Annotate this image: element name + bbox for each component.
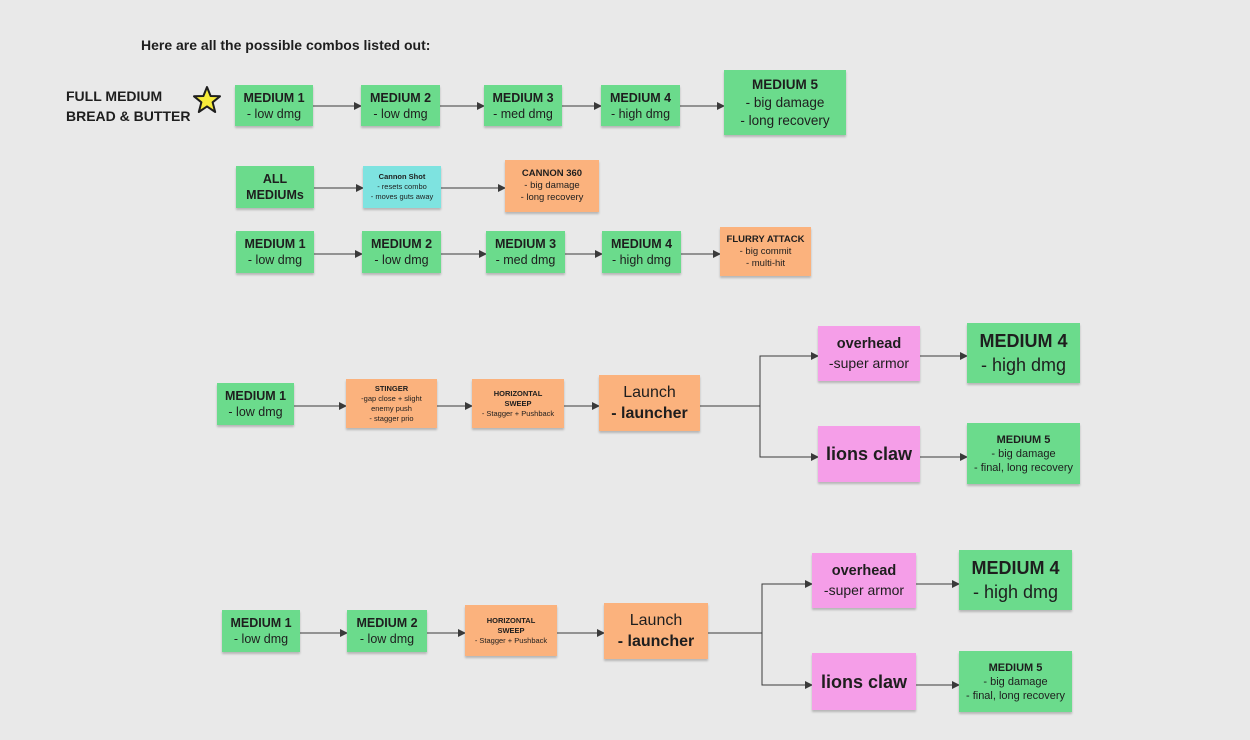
note-heading: MEDIUM 2 (370, 237, 433, 251)
note-heading: MEDIUM 2 (356, 616, 418, 630)
note-heading: MEDIUM 1 (244, 237, 306, 251)
note-description: - big commit - multi-hit (739, 245, 792, 269)
note-heading: Launch (623, 384, 676, 401)
note-heading: HORIZONTAL SWEEP (493, 388, 543, 408)
note-description: -super armor (828, 354, 910, 371)
note-description: - low dmg (246, 106, 302, 121)
note-heading: CANNON 360 (521, 168, 583, 179)
note-description: - resets combo - moves guts away (370, 182, 434, 201)
note-heading: overhead (831, 562, 897, 579)
note-description: - big damage - final, long recovery (973, 447, 1074, 474)
note-heading: MEDIUM 4 (610, 237, 673, 251)
note-description: - launcher (611, 405, 688, 422)
sticky-note-medium-5[interactable]: MEDIUM 5 - big damage - final, long reco… (959, 651, 1072, 712)
note-heading: MEDIUM 1 (224, 389, 287, 403)
note-description: - low dmg (233, 632, 289, 646)
sticky-note-lions-claw[interactable]: lions claw (812, 653, 916, 710)
note-heading: MEDIUM 5 (751, 76, 818, 92)
sticky-note-medium-4[interactable]: MEDIUM 4 - high dmg (602, 231, 681, 273)
sticky-note-cannon-360[interactable]: CANNON 360 - big damage - long recovery (505, 160, 599, 212)
sticky-note-cannon-shot[interactable]: Cannon Shot - resets combo - moves guts … (363, 166, 441, 208)
note-description: - big damage - final, long recovery (965, 675, 1066, 702)
sticky-note-overhead[interactable]: overhead -super armor (818, 326, 920, 381)
sticky-note-medium-2[interactable]: MEDIUM 2 - low dmg (361, 85, 440, 126)
note-heading: MEDIUM 3 (492, 90, 554, 105)
note-heading: lions claw (820, 671, 908, 692)
note-description: - big damage - long recovery (520, 180, 584, 203)
note-heading: lions claw (825, 444, 913, 464)
branch-line (700, 352, 819, 407)
sticky-note-flurry-attack[interactable]: FLURRY ATTACK - big commit - multi-hit (720, 227, 811, 276)
note-description: - launcher (617, 633, 695, 650)
sticky-note-medium-4[interactable]: MEDIUM 4 - high dmg (959, 550, 1072, 610)
sticky-note-medium-2[interactable]: MEDIUM 2 - low dmg (347, 610, 427, 652)
note-description: - high dmg (980, 355, 1067, 375)
sticky-note-medium-4[interactable]: MEDIUM 4 - high dmg (967, 323, 1080, 383)
note-heading: FLURRY ATTACK (726, 233, 805, 245)
note-description: - big damage - long recovery (740, 94, 830, 128)
note-heading: overhead (836, 335, 902, 352)
sticky-note-lions-claw[interactable]: lions claw (818, 426, 920, 482)
sticky-note-medium-3[interactable]: MEDIUM 3 - med dmg (486, 231, 565, 273)
note-description: - Stagger + Pushback (481, 408, 555, 418)
sticky-note-medium-1[interactable]: MEDIUM 1 - low dmg (217, 383, 294, 425)
note-heading: MEDIUM 1 (243, 90, 305, 105)
note-description: -gap close + slight enemy push - stagger… (361, 393, 422, 423)
branch-line (761, 633, 813, 689)
sticky-note-medium-1[interactable]: MEDIUM 1 - low dmg (235, 85, 313, 126)
sticky-note-medium-1[interactable]: MEDIUM 1 - low dmg (222, 610, 300, 652)
sticky-note-horizontal-sweep[interactable]: HORIZONTAL SWEEP - Stagger + Pushback (472, 379, 564, 428)
note-heading: MEDIUM 5 (996, 433, 1051, 446)
sticky-note-launch[interactable]: Launch - launcher (604, 603, 708, 659)
sticky-note-medium-2[interactable]: MEDIUM 2 - low dmg (362, 231, 441, 273)
sticky-note-medium-1[interactable]: MEDIUM 1 - low dmg (236, 231, 314, 273)
note-description: - high dmg (611, 253, 672, 267)
note-description: -super armor (823, 581, 905, 598)
note-description: - low dmg (374, 253, 429, 267)
sticky-note-medium-5[interactable]: MEDIUM 5 - big damage - long recovery (724, 70, 846, 135)
note-heading: MEDIUM 3 (494, 237, 557, 251)
branch-line (708, 580, 813, 634)
note-description: - low dmg (247, 253, 303, 267)
sticky-note-horizontal-sweep[interactable]: HORIZONTAL SWEEP - Stagger + Pushback (465, 605, 557, 656)
sticky-note-overhead[interactable]: overhead -super armor (812, 553, 916, 608)
note-heading: MEDIUM 4 (979, 331, 1068, 351)
note-heading: Cannon Shot (378, 172, 426, 181)
sticky-note-launch[interactable]: Launch - launcher (599, 375, 700, 431)
branch-line (759, 406, 819, 461)
note-heading: MEDIUM 5 (988, 661, 1043, 674)
note-heading: ALL MEDIUMs (246, 172, 304, 202)
note-heading: MEDIUM 1 (230, 616, 292, 630)
note-heading: HORIZONTAL SWEEP (486, 615, 536, 635)
note-heading: MEDIUM 4 (971, 558, 1060, 578)
note-description: - med dmg (493, 106, 553, 121)
note-description: - low dmg (359, 632, 415, 646)
note-heading: MEDIUM 2 (369, 90, 432, 105)
sticky-note-all-mediums[interactable]: ALL MEDIUMs (236, 166, 314, 208)
combo-label: FULL MEDIUM BREAD & BUTTER (66, 88, 191, 124)
sticky-note-medium-5[interactable]: MEDIUM 5 - big damage - final, long reco… (967, 423, 1080, 484)
note-description: - low dmg (228, 405, 283, 419)
note-heading: MEDIUM 4 (609, 90, 672, 105)
sticky-note-medium-4[interactable]: MEDIUM 4 - high dmg (601, 85, 680, 126)
note-heading: STINGER (374, 383, 409, 393)
note-heading: Launch (629, 612, 683, 629)
note-description: - med dmg (495, 253, 556, 267)
note-description: - high dmg (972, 582, 1059, 602)
note-description: - low dmg (373, 106, 428, 121)
page-title: Here are all the possible combos listed … (141, 37, 431, 53)
star-icon (193, 86, 221, 113)
note-description: - Stagger + Pushback (474, 635, 548, 645)
note-description: - high dmg (610, 106, 671, 121)
sticky-note-stinger[interactable]: STINGER -gap close + slight enemy push -… (346, 379, 437, 428)
sticky-note-medium-3[interactable]: MEDIUM 3 - med dmg (484, 85, 562, 126)
